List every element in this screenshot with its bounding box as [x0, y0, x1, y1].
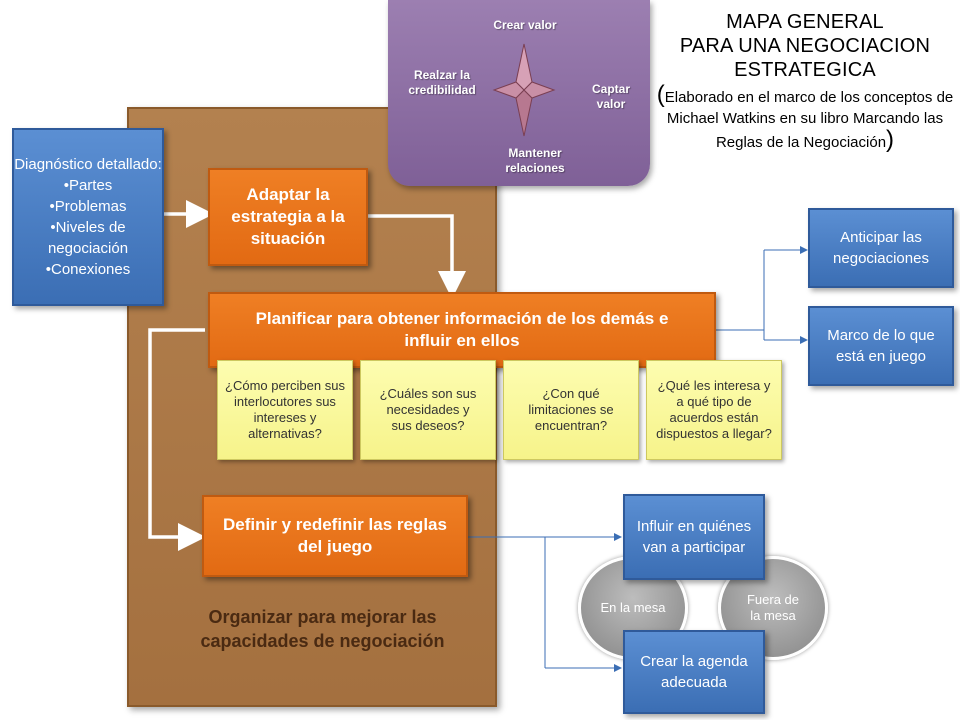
diagnostico-heading: Diagnóstico detallado:	[14, 156, 162, 173]
planificar-label: Planificar para obtener información de l…	[255, 309, 669, 350]
title-subtitle: Elaborado en el marco de los conceptos d…	[664, 89, 954, 151]
marco-box: Marco de lo que está en juego	[808, 306, 954, 386]
influir-label: Influir en quiénes van a participar	[636, 518, 752, 556]
planificar-box: Planificar para obtener información de l…	[208, 292, 716, 368]
question-box: ¿Cuáles son sus necesidades y sus deseos…	[360, 360, 496, 460]
diagnostico-item: •Conexiones	[45, 261, 131, 278]
compass-east-label: Captar valor	[591, 82, 630, 111]
oval-fuera-mesa-label: Fuera de la mesa	[746, 592, 800, 623]
compass-west-label: Realzar la credibilidad	[408, 68, 476, 97]
question-text: ¿Con qué limitaciones se encuentran?	[528, 386, 614, 433]
agenda-box: Crear la agenda adecuada	[623, 630, 765, 714]
diagnostico-item: •Problemas	[49, 198, 127, 215]
agenda-label: Crear la agenda adecuada	[640, 653, 748, 691]
title-line-3: ESTRATEGICA	[734, 59, 876, 81]
anticipar-label: Anticipar las negociaciones	[833, 229, 929, 267]
title-line-2: PARA UNA NEGOCIACION	[679, 35, 931, 57]
oval-en-mesa-label: En la mesa	[600, 600, 666, 615]
question-box: ¿Con qué limitaciones se encuentran?	[503, 360, 639, 460]
adaptar-box: Adaptar la estrategia a la situación	[208, 168, 368, 266]
organizar-label: Organizar para mejorar las capacidades d…	[200, 607, 445, 651]
question-box: ¿Cómo perciben sus interlocutores sus in…	[217, 360, 353, 460]
title-block: MAPA GENERAL PARA UNA NEGOCIACION ESTRAT…	[656, 11, 954, 153]
influir-box: Influir en quiénes van a participar	[623, 494, 765, 580]
diagnostico-box: Diagnóstico detallado: •Partes •Problema…	[12, 128, 164, 306]
compass-south-label: Mantener relaciones	[505, 146, 565, 175]
diagnostico-item: •Niveles de negociación	[47, 219, 129, 257]
definir-label: Definir y redefinir las reglas del juego	[223, 515, 447, 556]
compass-north-label: Crear valor	[493, 18, 557, 32]
title-line-1: MAPA GENERAL	[726, 11, 884, 33]
adaptar-label: Adaptar la estrategia a la situación	[231, 185, 345, 248]
question-text: ¿Cómo perciben sus interlocutores sus in…	[225, 378, 345, 441]
anticipar-box: Anticipar las negociaciones	[808, 208, 954, 288]
question-text: ¿Cuáles son sus necesidades y sus deseos…	[379, 386, 477, 433]
question-text: ¿Qué les interesa y a qué tipo de acuerd…	[656, 378, 772, 441]
diagnostico-item: •Partes	[63, 177, 113, 194]
marco-label: Marco de lo que está en juego	[827, 327, 935, 365]
definir-box: Definir y redefinir las reglas del juego	[202, 495, 468, 577]
question-box: ¿Qué les interesa y a qué tipo de acuerd…	[646, 360, 782, 460]
